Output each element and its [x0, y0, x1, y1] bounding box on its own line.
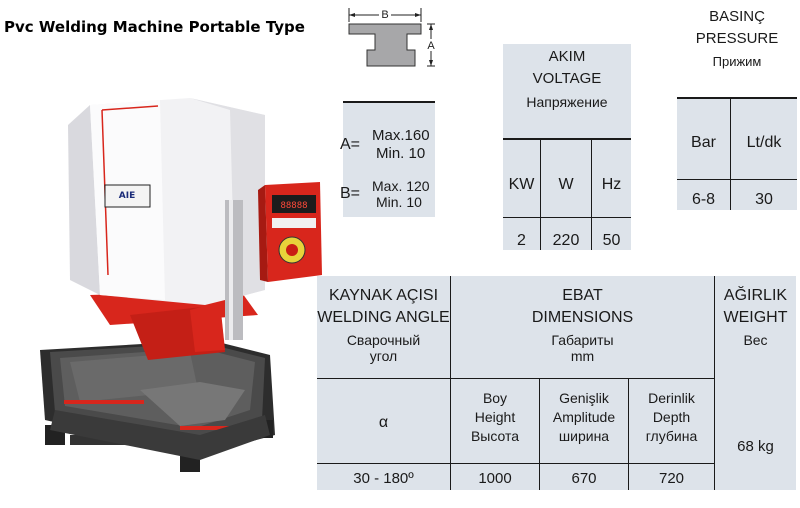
pressure-table [677, 98, 797, 210]
dims-width-value: 670 [571, 470, 597, 487]
pressure-val-bar: 6-8 [691, 191, 716, 208]
weight-heading-en: WEIGHT [723, 309, 788, 326]
current-heading-en: VOLTAGE [532, 70, 602, 87]
current-heading-tr: AKIM [548, 48, 586, 65]
weight-heading-tr: AĞIRLIK [723, 287, 788, 304]
angle-value: 30 - 180º [353, 470, 414, 487]
pressure-val-ltdk: 30 [755, 191, 773, 208]
current-val-w: 220 [552, 232, 580, 249]
a-min-value: Min. 10 [376, 145, 426, 162]
brand-badge-text: AIE [119, 191, 135, 201]
a-max-value: Max.160 [372, 127, 430, 144]
dims-depth-ru: глубина [645, 428, 698, 444]
current-val-kw: 2 [517, 232, 526, 249]
angle-heading-ru-2: угол [369, 348, 398, 364]
dims-heading-en: DIMENSIONS [531, 309, 634, 326]
pressure-col-bar: Bar [691, 134, 716, 151]
pressure-heading-tr: BASINÇ [709, 8, 765, 25]
dims-width-ru: ширина [558, 428, 610, 444]
angle-symbol: α [378, 414, 389, 431]
svg-text:A: A [427, 40, 435, 52]
welding-machine-image: AIE 88888 [40, 98, 322, 472]
dims-width-en: Amplitude [552, 409, 616, 425]
svg-text:B: B [381, 9, 388, 21]
dims-heading-ru: Габариты [551, 332, 614, 348]
angle-heading-en: WELDING ANGLE [317, 309, 450, 326]
page-title: Pvc Welding Machine Portable Type [4, 18, 305, 36]
current-col-hz: Hz [601, 176, 622, 193]
dims-width-tr: Genişlik [559, 390, 609, 406]
a-label: A= [340, 136, 361, 153]
dims-height-ru: Высота [470, 428, 520, 444]
profile-diagram: B A [348, 8, 436, 67]
pressure-heading-ru: Прижим [712, 54, 762, 69]
dims-heading-unit: mm [570, 348, 595, 364]
current-heading-ru: Напряжение [526, 94, 608, 110]
angle-heading-tr: KAYNAK AÇISI [328, 287, 439, 304]
dims-depth-en: Depth [652, 409, 691, 425]
b-min-value: Min. 10 [376, 194, 422, 210]
spec-table [317, 276, 796, 490]
b-max-value: Max. 120 [372, 178, 430, 194]
weight-value: 68 kg [737, 438, 774, 455]
dims-height-en: Height [474, 409, 516, 425]
b-label: B= [340, 185, 361, 202]
dims-height-tr: Boy [482, 390, 508, 406]
control-display-text: 88888 [280, 201, 307, 211]
dims-depth-tr: Derinlik [648, 390, 695, 406]
current-col-w: W [558, 176, 574, 193]
dims-height-value: 1000 [478, 470, 512, 487]
current-col-kw: KW [508, 176, 535, 193]
profile-limits-panel [343, 102, 435, 217]
dims-heading-tr: EBAT [562, 287, 603, 304]
pressure-col-ltdk: Lt/dk [746, 134, 782, 151]
angle-heading-ru-1: Сварочный [346, 332, 421, 348]
dims-depth-value: 720 [658, 470, 685, 487]
weight-heading-ru: Вес [743, 332, 768, 348]
pressure-heading-en: PRESSURE [695, 30, 779, 47]
current-val-hz: 50 [602, 232, 621, 249]
current-table [503, 44, 631, 250]
